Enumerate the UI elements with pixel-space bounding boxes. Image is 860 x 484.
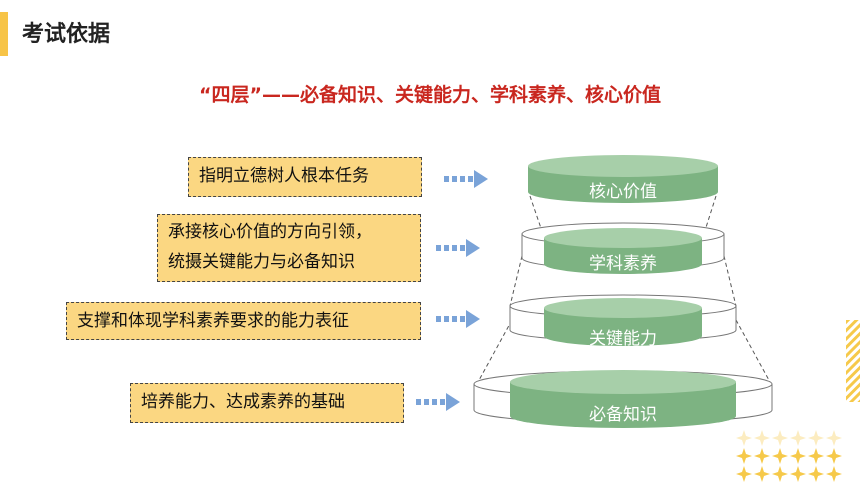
note-line: 培养能力、达成素养的基础 <box>141 392 345 412</box>
note-line: 承接核心价值的方向引领， <box>168 222 372 242</box>
note-box-key-ability: 支撑和体现学科素养要求的能力表征 <box>66 302 421 340</box>
note-line: 支撑和体现学科素养要求的能力表征 <box>77 311 349 331</box>
dotted-arrow-icon <box>444 170 488 188</box>
tier-label-1: 核心价值 <box>589 182 657 202</box>
page-title: 考试依据 <box>22 22 111 47</box>
tier-label-3: 关键能力 <box>589 329 657 349</box>
tier-label-2: 学科素养 <box>589 254 657 274</box>
note-box-subject-literacy: 承接核心价值的方向引领， 统摄关键能力与必备知识 <box>157 214 421 282</box>
note-line: 统摄关键能力与必备知识 <box>168 251 355 272</box>
tier-cylinder-4 <box>510 370 736 428</box>
dotted-arrow-icon <box>416 393 460 411</box>
decorative-stripe <box>846 320 860 402</box>
tier-label-4: 必备知识 <box>589 405 657 425</box>
connector-lines <box>477 195 771 383</box>
tier-cylinder-2 <box>544 228 702 274</box>
title-accent-bar <box>0 12 8 56</box>
note-box-core-value: 指明立德树人根本任务 <box>188 157 422 197</box>
dotted-arrow-icon <box>436 310 480 328</box>
tier-cylinder-3 <box>544 298 702 346</box>
subtitle: “四层”——必备知识、关键能力、学科素养、核心价值 <box>199 84 661 106</box>
dotted-arrow-icon <box>436 239 480 257</box>
decorative-sparkles <box>736 430 842 482</box>
tier-cylinder-1 <box>528 155 718 203</box>
note-box-essential-knowledge: 培养能力、达成素养的基础 <box>130 383 404 423</box>
note-line: 指明立德树人根本任务 <box>199 166 369 186</box>
